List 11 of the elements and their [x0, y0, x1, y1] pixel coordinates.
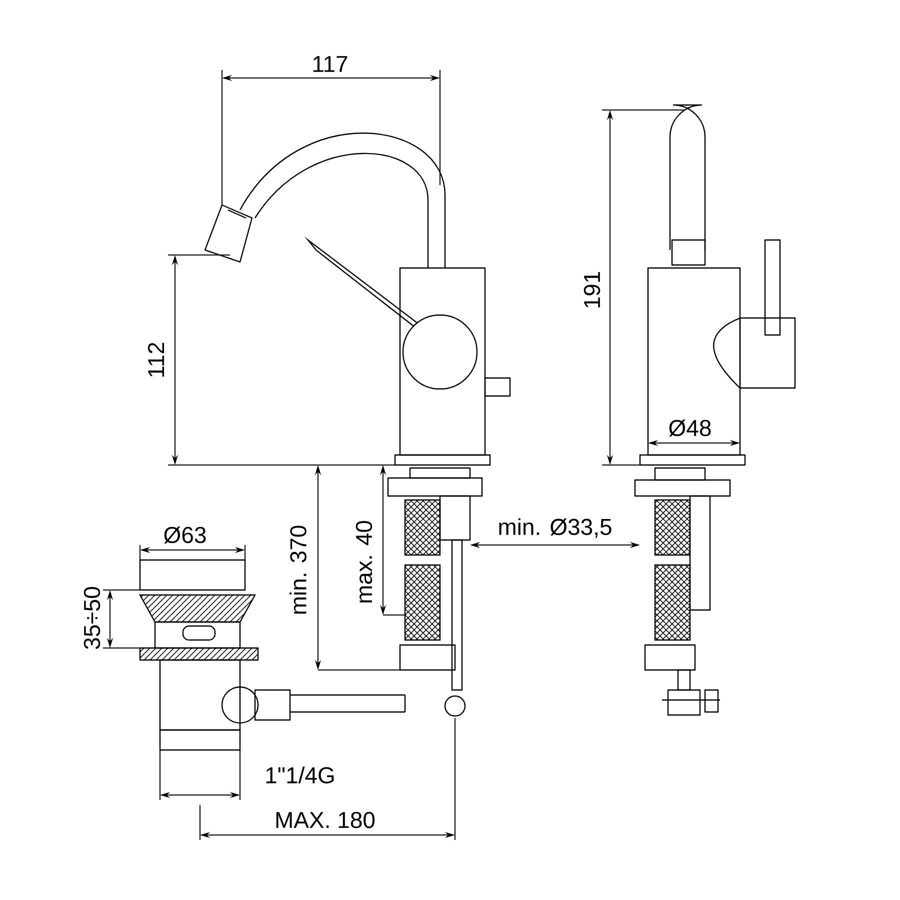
- dimension-label: 191: [582, 268, 602, 312]
- dimension-label: 112: [146, 340, 166, 380]
- dimension-label: Ø48: [666, 417, 714, 439]
- dimension-label: min. Ø33,5: [496, 516, 614, 540]
- dimension-label: min. 370: [288, 522, 308, 618]
- dimension-label: MAX. 180: [272, 810, 378, 830]
- dimension-label: 35÷50: [82, 584, 102, 652]
- dimension-label: 1"1/4G: [262, 764, 338, 786]
- dimension-label: Ø63: [161, 524, 209, 546]
- dimension-label: max. 40: [354, 518, 374, 606]
- dimension-label: 117: [310, 54, 350, 74]
